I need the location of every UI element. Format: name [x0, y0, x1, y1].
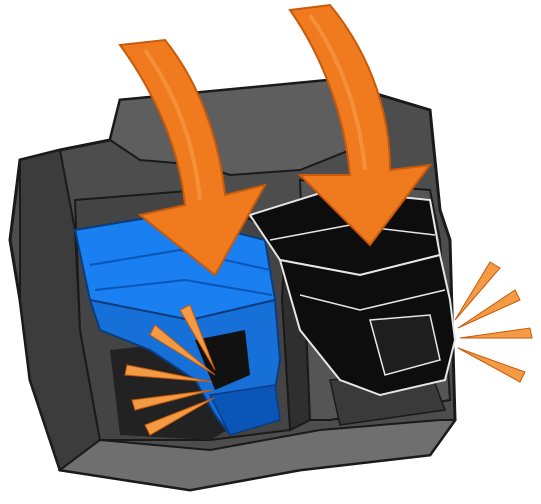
- illustration-canvas: [0, 0, 541, 504]
- cartridge-install-illustration: [0, 0, 541, 504]
